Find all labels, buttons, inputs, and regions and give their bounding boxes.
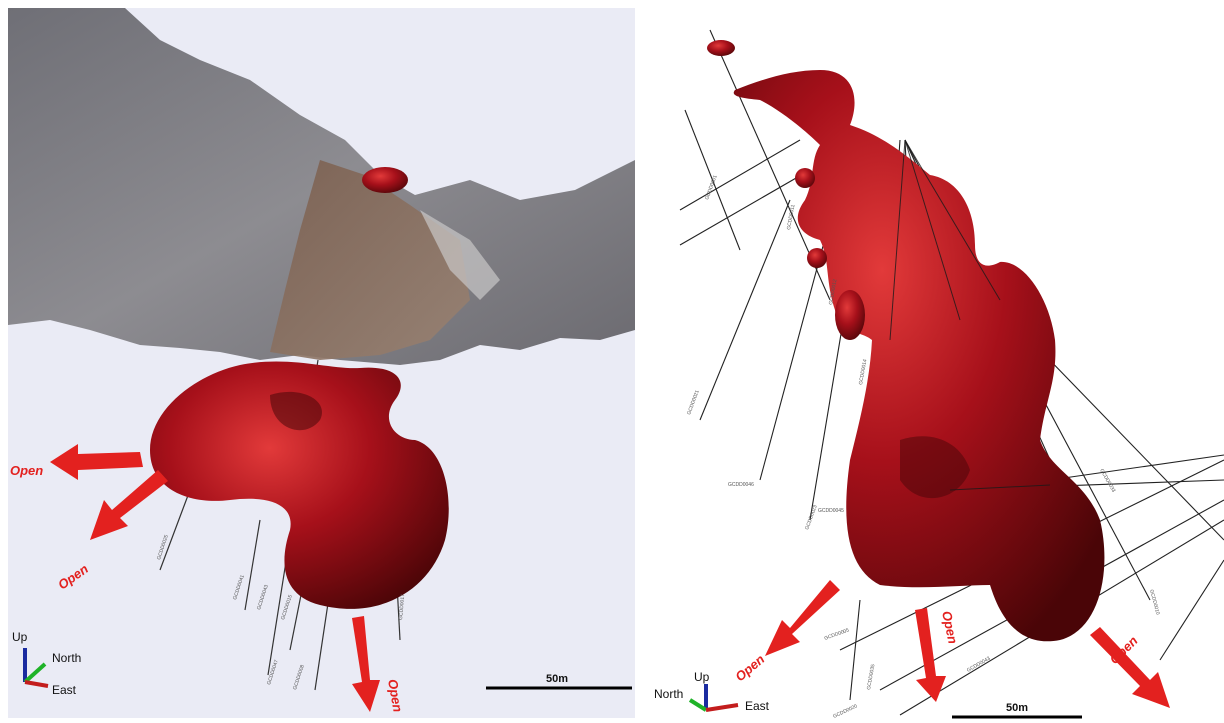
up-label: Up — [694, 670, 710, 684]
left-scale-label: 50m — [546, 673, 568, 685]
hole-label: GCDD0020 — [832, 703, 858, 719]
north-axis — [690, 700, 706, 710]
surface-orebody — [362, 167, 408, 193]
right-axis-gizmo: Up North East — [654, 670, 770, 713]
hole-label: GCDD0011 — [786, 204, 796, 230]
right-arrows — [765, 580, 1170, 708]
right-panel: Open Open Open GCDD0001 GCDD0021 GCDD004… — [654, 30, 1224, 720]
hole-label: GCDD0045 — [818, 508, 844, 514]
hole-label: GCDD0014 — [858, 359, 868, 386]
hole-label: GCDD0035 — [866, 664, 876, 691]
right-orebody — [734, 70, 1105, 641]
hole-label: GCDD0021 — [686, 389, 701, 416]
right-scale-label: 50m — [1006, 702, 1028, 714]
arrow-southwest — [765, 580, 840, 656]
orebody-fragment — [807, 248, 827, 268]
hole-label: GCDD0010 — [1148, 589, 1161, 616]
hole-label: GCDD0001 — [704, 174, 719, 201]
hole-label: GCDD0043 — [966, 656, 992, 674]
east-label: East — [745, 699, 770, 713]
east-axis — [706, 705, 738, 710]
north-label: North — [654, 687, 683, 701]
orebody-fragment — [835, 290, 865, 340]
up-label: Up — [12, 630, 28, 644]
open-label-southwest: Open — [732, 651, 767, 684]
hole-label: GCDD0046 — [728, 482, 754, 488]
orebody-fragment — [795, 168, 815, 188]
east-label: East — [52, 683, 77, 697]
hole-label: GCDD0005 — [824, 627, 851, 642]
left-panel: Open Open Open GCDD0025 GCDD0041 GCDD004… — [8, 8, 635, 718]
north-label: North — [52, 651, 81, 665]
open-label-west: Open — [10, 463, 43, 478]
orebody-fragment — [707, 40, 735, 56]
open-label-south: Open — [939, 610, 961, 646]
hole-label: GCDD0023 — [804, 504, 819, 531]
